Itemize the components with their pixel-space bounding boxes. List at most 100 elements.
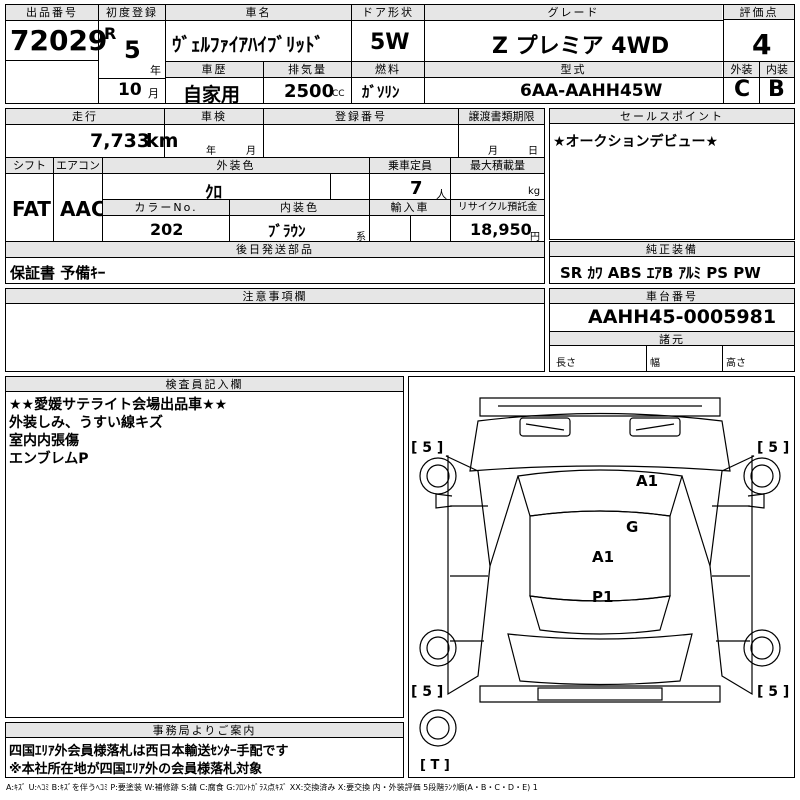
door-type: 5W — [370, 30, 410, 55]
transfer-day-unit: 日 — [528, 146, 538, 157]
capacity: 7 — [410, 178, 423, 199]
car-diagram — [419, 397, 781, 747]
history-header: 車歴 — [166, 62, 263, 77]
capacity-unit: 人 — [436, 188, 447, 201]
inspection-year-unit: 年 — [206, 146, 216, 157]
caution-box — [5, 288, 545, 372]
transfer-month-unit: 月 — [488, 146, 498, 157]
ext-rating: C — [734, 77, 751, 102]
office-line: ※本社所在地が四国ｴﾘｱ外の会員様落札対象 — [9, 762, 263, 777]
inspection-header: 車検 — [165, 109, 263, 124]
office-box — [5, 722, 404, 778]
office-header: 事務局よりご案内 — [6, 723, 403, 738]
car-name: ｳﾞｪﾙﾌｧｲｱﾊｲﾌﾞﾘｯﾄﾞ — [172, 34, 325, 56]
ext-header: 外装 — [724, 62, 759, 77]
history: 自家用 — [183, 84, 241, 106]
load-header: 最大積載量 — [451, 158, 544, 173]
score: 4 — [752, 28, 772, 61]
sales-point-header: セールスポイント — [550, 109, 794, 124]
legend: A:ｷｽﾞ U:ﾍｺﾐ B:ｷｽﾞを伴うﾍｺﾐ P:要塗装 W:補修跡 S:錆 … — [6, 783, 538, 792]
middle-section — [5, 108, 545, 284]
displacement: 2500 — [284, 81, 335, 102]
displacement-header: 排気量 — [264, 62, 351, 77]
lot-number: 72029 — [10, 24, 108, 57]
shift-header: シフト — [6, 158, 53, 173]
model: 6AA-AAHH45W — [520, 81, 663, 101]
inspector-header: 検査員記入欄 — [6, 377, 403, 392]
top-section — [5, 4, 795, 104]
shift: FAT — [12, 197, 51, 221]
length-label: 長さ — [556, 358, 576, 369]
first-reg-header: 初度登録 — [99, 5, 165, 20]
sales-point-box — [549, 108, 795, 240]
era: R — [104, 24, 117, 43]
load-unit: kg — [528, 186, 541, 197]
interior-suffix: 系 — [356, 232, 366, 243]
regno-header: 登録番号 — [264, 109, 458, 124]
fuel: ｶﾞｿﾘﾝ — [362, 83, 400, 101]
damage-mark-glass: G — [626, 518, 639, 536]
damage-mark-rear: P1 — [592, 588, 614, 606]
later-parts-header: 後日発送部品 — [6, 242, 544, 257]
damage-mark-roof: A1 — [592, 548, 615, 566]
chassis-box — [549, 288, 795, 372]
chassis-number: AAHH45-0005981 — [588, 306, 777, 328]
door-header: ドア形状 — [352, 5, 424, 20]
capacity-header: 乗車定員 — [370, 158, 450, 173]
color: ｸﾛ — [205, 183, 222, 203]
tire-front-left: [ 5 ] — [411, 440, 444, 456]
month-unit: 月 — [148, 87, 159, 100]
inspection-month-unit: 月 — [246, 146, 256, 157]
mileage-unit: km — [146, 130, 179, 152]
car-name-header: 車名 — [166, 5, 351, 20]
recycle-unit: 円 — [530, 232, 540, 243]
mileage-header: 走行 — [6, 109, 164, 124]
score-header: 評価点 — [724, 5, 794, 20]
cc-unit: CC — [332, 89, 345, 99]
ac: AAC — [60, 197, 106, 221]
recycle: 18,950 — [470, 220, 532, 239]
lot-header: 出品番号 — [6, 5, 98, 20]
import-header: 輸入車 — [370, 200, 450, 215]
dims-header: 諸元 — [550, 331, 794, 346]
equipment-header: 純正装備 — [550, 242, 794, 257]
tire-front-right: [ 5 ] — [757, 440, 790, 456]
width-label: 幅 — [650, 358, 660, 369]
inspector-line: 外装しみ、うすい線キズ — [9, 415, 163, 431]
interior-header: 内装色 — [230, 200, 369, 215]
inspector-line: エンブレムP — [9, 451, 89, 467]
interior-color: ﾌﾞﾗｳﾝ — [268, 222, 306, 240]
colorno-header: カラーNo. — [103, 200, 229, 215]
fuel-header: 燃料 — [352, 62, 424, 77]
inspector-box — [5, 376, 404, 718]
int-rating: B — [768, 77, 785, 102]
tread-mark: [ T ] — [420, 758, 450, 773]
caution-header: 注意事項欄 — [6, 289, 544, 304]
tire-rear-left: [ 5 ] — [411, 684, 444, 700]
recycle-header: リサイクル預託金 — [451, 200, 544, 215]
height-label: 高さ — [726, 358, 746, 369]
office-line: 四国ｴﾘｱ外会員様落札は西日本輸送ｾﾝﾀｰ手配です — [9, 744, 289, 759]
year-unit: 年 — [150, 64, 161, 77]
inspector-line: 室内内張傷 — [9, 433, 79, 449]
transfer-header: 譲渡書類期限 — [459, 109, 544, 124]
inspector-line: ★★愛媛サテライト会場出品車★★ — [9, 397, 228, 413]
grade: Z プレミア 4WD — [492, 34, 670, 59]
equipment-box — [549, 241, 795, 284]
car-diagram-box — [408, 376, 795, 778]
ac-header: エアコン — [54, 158, 102, 173]
int-header: 内装 — [760, 62, 794, 77]
colorno: 202 — [150, 220, 184, 239]
later-parts: 保証書 予備ｷｰ — [10, 264, 106, 282]
mileage: 7,733 — [90, 130, 151, 152]
reg-year: 5 — [124, 36, 141, 64]
color-header: 外装色 — [103, 158, 369, 173]
tire-rear-right: [ 5 ] — [757, 684, 790, 700]
reg-month: 10 — [118, 80, 142, 100]
model-header: 型式 — [425, 62, 722, 77]
sales-point: ★オークションデビュー★ — [553, 134, 719, 150]
damage-mark-hood: A1 — [636, 472, 659, 490]
chassis-header: 車台番号 — [550, 289, 794, 304]
grade-header: グレード — [425, 5, 722, 20]
equipment: SR ｶﾜ ABS ｴｱB ｱﾙﾐ PS PW — [560, 264, 761, 282]
